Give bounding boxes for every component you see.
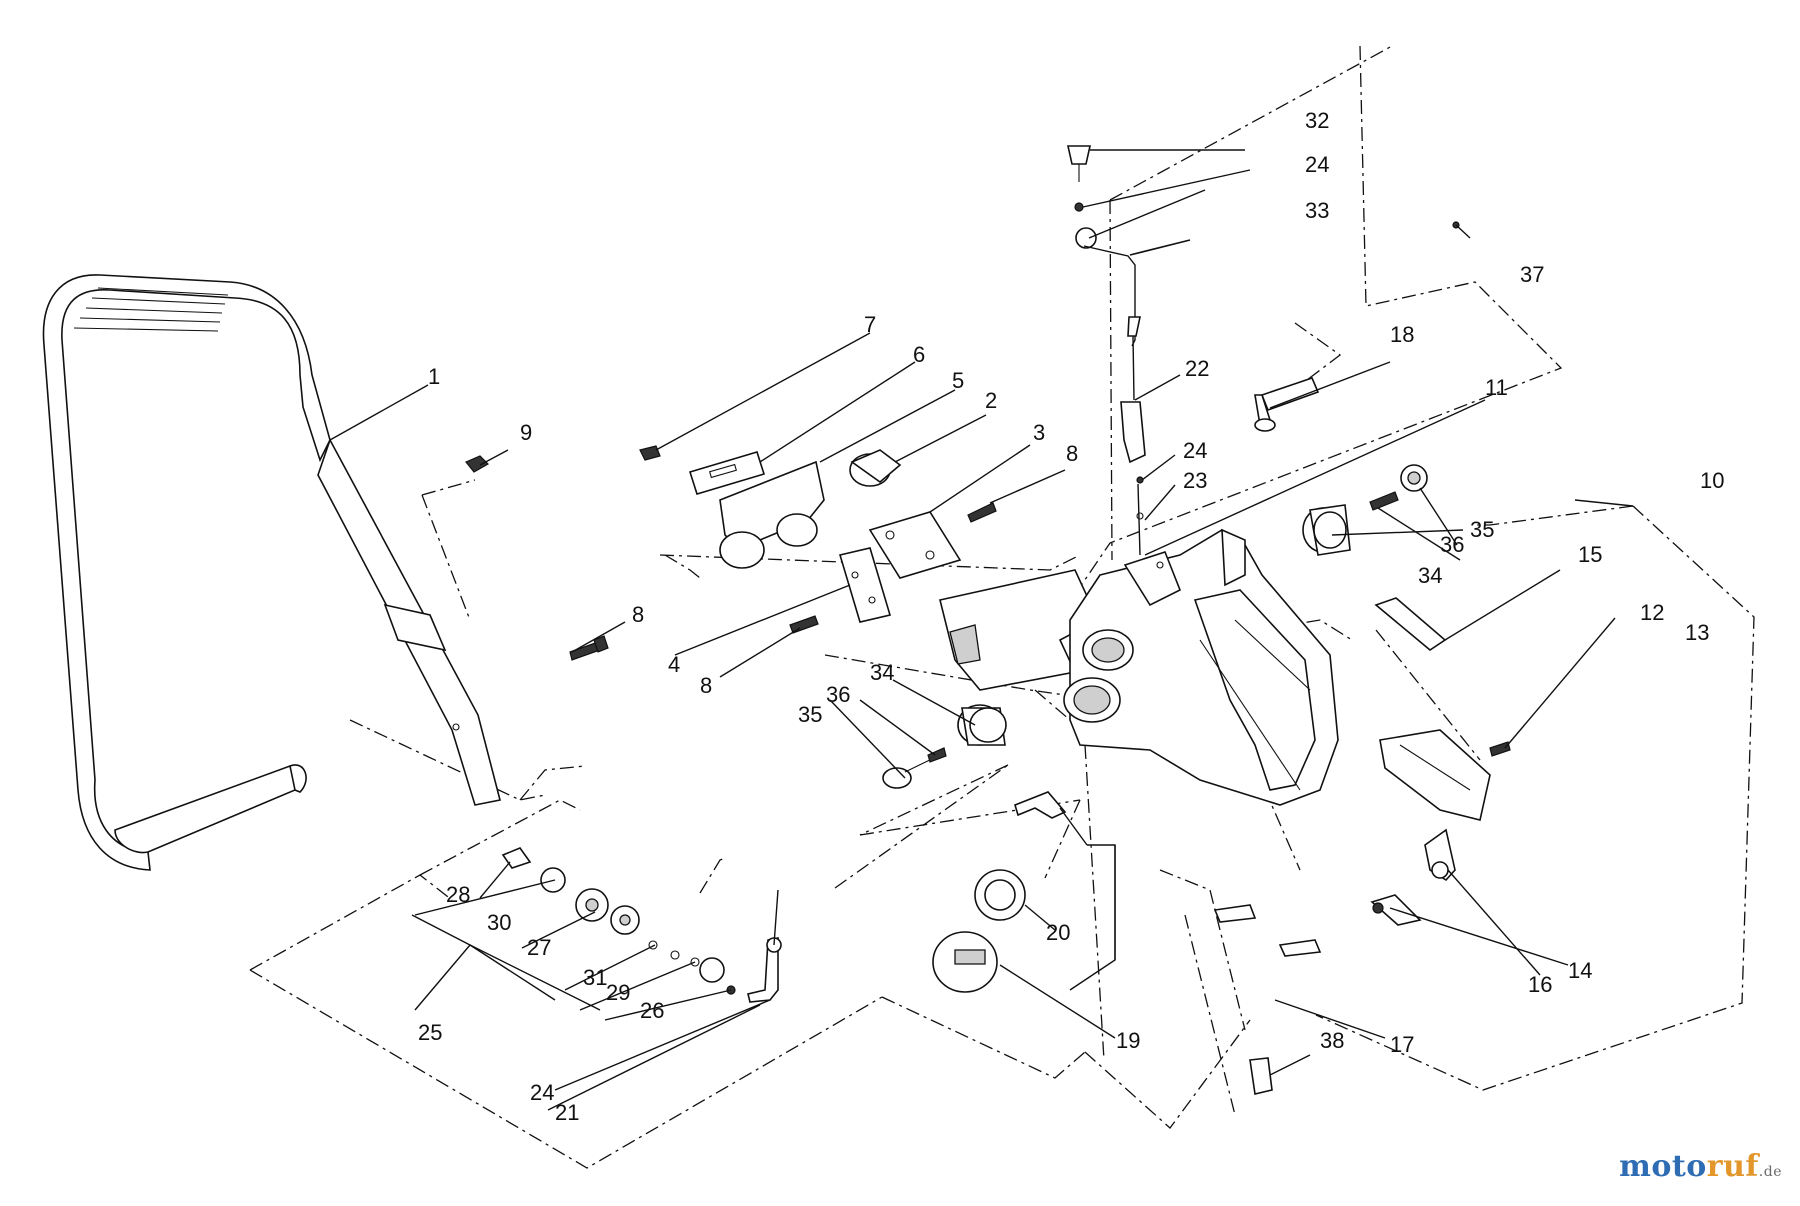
label-part-16: 16 bbox=[1528, 972, 1552, 997]
right-side-parts bbox=[1370, 597, 1511, 926]
lower-left-parts bbox=[501, 847, 782, 1003]
label-part-33: 33 bbox=[1305, 198, 1329, 223]
label-part-19: 19 bbox=[1116, 1028, 1140, 1053]
label-part-32: 32 bbox=[1305, 108, 1329, 133]
lower-right-parts bbox=[1213, 904, 1322, 1095]
hardware-parts-left bbox=[465, 445, 997, 661]
label-part-3: 3 bbox=[1033, 420, 1045, 445]
label-part-26: 26 bbox=[640, 998, 664, 1023]
label-part-29: 29 bbox=[606, 980, 630, 1005]
label-part-8-center: 8 bbox=[700, 673, 712, 698]
left-mount-parts bbox=[882, 704, 1007, 789]
label-part-24-bottom: 24 bbox=[530, 1080, 554, 1105]
label-part-15: 15 bbox=[1578, 542, 1602, 567]
label-part-2: 2 bbox=[985, 388, 997, 413]
label-part-8-top: 8 bbox=[1066, 441, 1078, 466]
label-part-36-left: 36 bbox=[826, 682, 850, 707]
label-part-4: 4 bbox=[668, 652, 680, 677]
label-part-7: 7 bbox=[864, 312, 876, 337]
label-part-17: 17 bbox=[1390, 1032, 1414, 1057]
label-part-35-right: 35 bbox=[1470, 517, 1494, 542]
label-part-37: 37 bbox=[1520, 262, 1544, 287]
label-part-8-left: 8 bbox=[632, 602, 644, 627]
label-part-13: 13 bbox=[1685, 620, 1709, 645]
label-part-10: 10 bbox=[1700, 468, 1724, 493]
label-part-35-left: 35 bbox=[798, 702, 822, 727]
label-part-24-mid: 24 bbox=[1183, 438, 1207, 463]
part-labels: 1 9 7 6 5 2 3 8 8 4 8 34 35 36 32 24 33 … bbox=[418, 108, 1724, 1125]
label-part-12: 12 bbox=[1640, 600, 1664, 625]
label-part-21: 21 bbox=[555, 1100, 579, 1125]
right-upper-parts bbox=[1254, 377, 1428, 556]
label-part-5: 5 bbox=[952, 368, 964, 393]
label-part-28: 28 bbox=[446, 882, 470, 907]
fuel-line-parts bbox=[1067, 145, 1191, 556]
label-part-18: 18 bbox=[1390, 322, 1414, 347]
label-part-34-left: 34 bbox=[870, 660, 894, 685]
label-part-9: 9 bbox=[520, 420, 532, 445]
label-part-14: 14 bbox=[1568, 958, 1592, 983]
handle-bar-part bbox=[42, 274, 501, 871]
label-part-22: 22 bbox=[1185, 356, 1209, 381]
main-housing-part bbox=[939, 528, 1339, 806]
label-part-27: 27 bbox=[527, 935, 551, 960]
label-part-20: 20 bbox=[1046, 920, 1070, 945]
label-part-38: 38 bbox=[1320, 1028, 1344, 1053]
label-part-30: 30 bbox=[487, 910, 511, 935]
motoruf-watermark-logo: motoruf.de bbox=[1619, 1149, 1782, 1184]
label-part-31: 31 bbox=[583, 965, 607, 990]
label-part-36-right: 36 bbox=[1440, 532, 1464, 557]
fuel-cap-parts bbox=[932, 791, 1067, 993]
label-part-23: 23 bbox=[1183, 468, 1207, 493]
leader-lines bbox=[329, 149, 1634, 1111]
label-part-24-top: 24 bbox=[1305, 152, 1329, 177]
label-part-1: 1 bbox=[428, 364, 440, 389]
label-part-6: 6 bbox=[913, 342, 925, 367]
label-part-25: 25 bbox=[418, 1020, 442, 1045]
label-part-34-right: 34 bbox=[1418, 563, 1442, 588]
assembly-boundaries bbox=[249, 45, 1755, 1169]
label-part-11: 11 bbox=[1485, 375, 1508, 400]
